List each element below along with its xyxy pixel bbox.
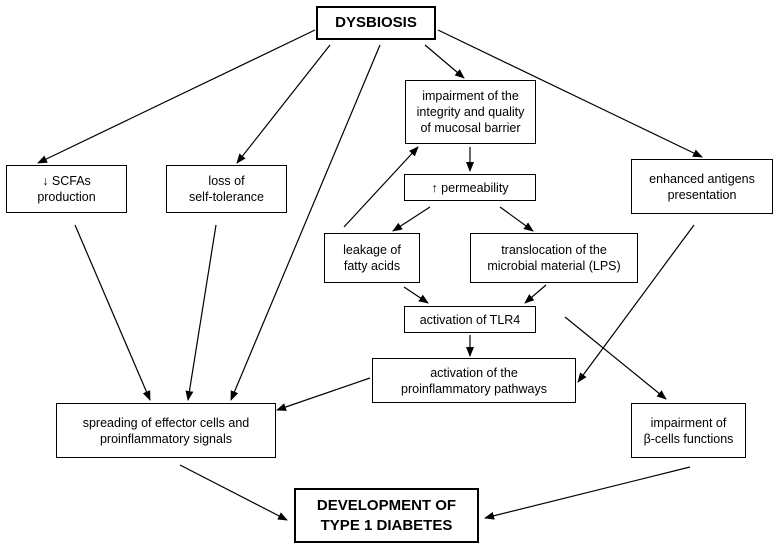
- arrow-antigens-to-proinflammatory: [577, 224, 695, 383]
- arrow-self-tolerance-to-spreading: [185, 224, 217, 401]
- node-impairment-beta-cells: impairment of β-cells functions: [631, 403, 746, 458]
- arrow-leakage-to-barrier: [343, 146, 419, 228]
- node-loss-of-self-tolerance: loss of self-tolerance: [166, 165, 287, 213]
- arrow-permeability-to-leakage: [392, 206, 431, 232]
- arrow-leakage-to-tlr4: [403, 286, 429, 304]
- arrow-tlr4-to-beta-cells: [564, 316, 667, 400]
- arrow-dysbiosis-to-self-tolerance: [236, 44, 331, 164]
- arrow-proinflammatory-to-spreading: [276, 377, 371, 411]
- arrow-dysbiosis-to-enhanced-antigens: [437, 29, 703, 158]
- node-spreading-effector-cells: spreading of effector cells and proinfla…: [56, 403, 276, 458]
- node-dysbiosis: DYSBIOSIS: [316, 6, 436, 40]
- node-permeability: ↑ permeability: [404, 174, 536, 201]
- arrow-scfa-to-spreading: [74, 224, 151, 401]
- arrow-beta-cells-to-development: [484, 466, 691, 520]
- arrow-spreading-to-development: [179, 464, 288, 521]
- node-development-type1-diabetes: DEVELOPMENT OF TYPE 1 DIABETES: [294, 488, 479, 543]
- arrow-translocation-to-tlr4: [524, 284, 547, 304]
- arrow-dysbiosis-to-scfa: [37, 29, 316, 164]
- node-leakage-fatty-acids: leakage of fatty acids: [324, 233, 420, 283]
- node-scfa-production: ↓ SCFAs production: [6, 165, 127, 213]
- node-activation-tlr4: activation of TLR4: [404, 306, 536, 333]
- node-proinflammatory-pathways: activation of the proinflammatory pathwa…: [372, 358, 576, 403]
- arrow-dysbiosis-to-impairment-barrier: [424, 44, 465, 79]
- node-translocation-lps: translocation of the microbial material …: [470, 233, 638, 283]
- arrow-dysbiosis-to-spreading: [230, 44, 381, 401]
- node-impairment-mucosal-barrier: impairment of the integrity and quality …: [405, 80, 536, 144]
- node-enhanced-antigens-presentation: enhanced antigens presentation: [631, 159, 773, 214]
- arrow-permeability-to-translocation: [499, 206, 534, 232]
